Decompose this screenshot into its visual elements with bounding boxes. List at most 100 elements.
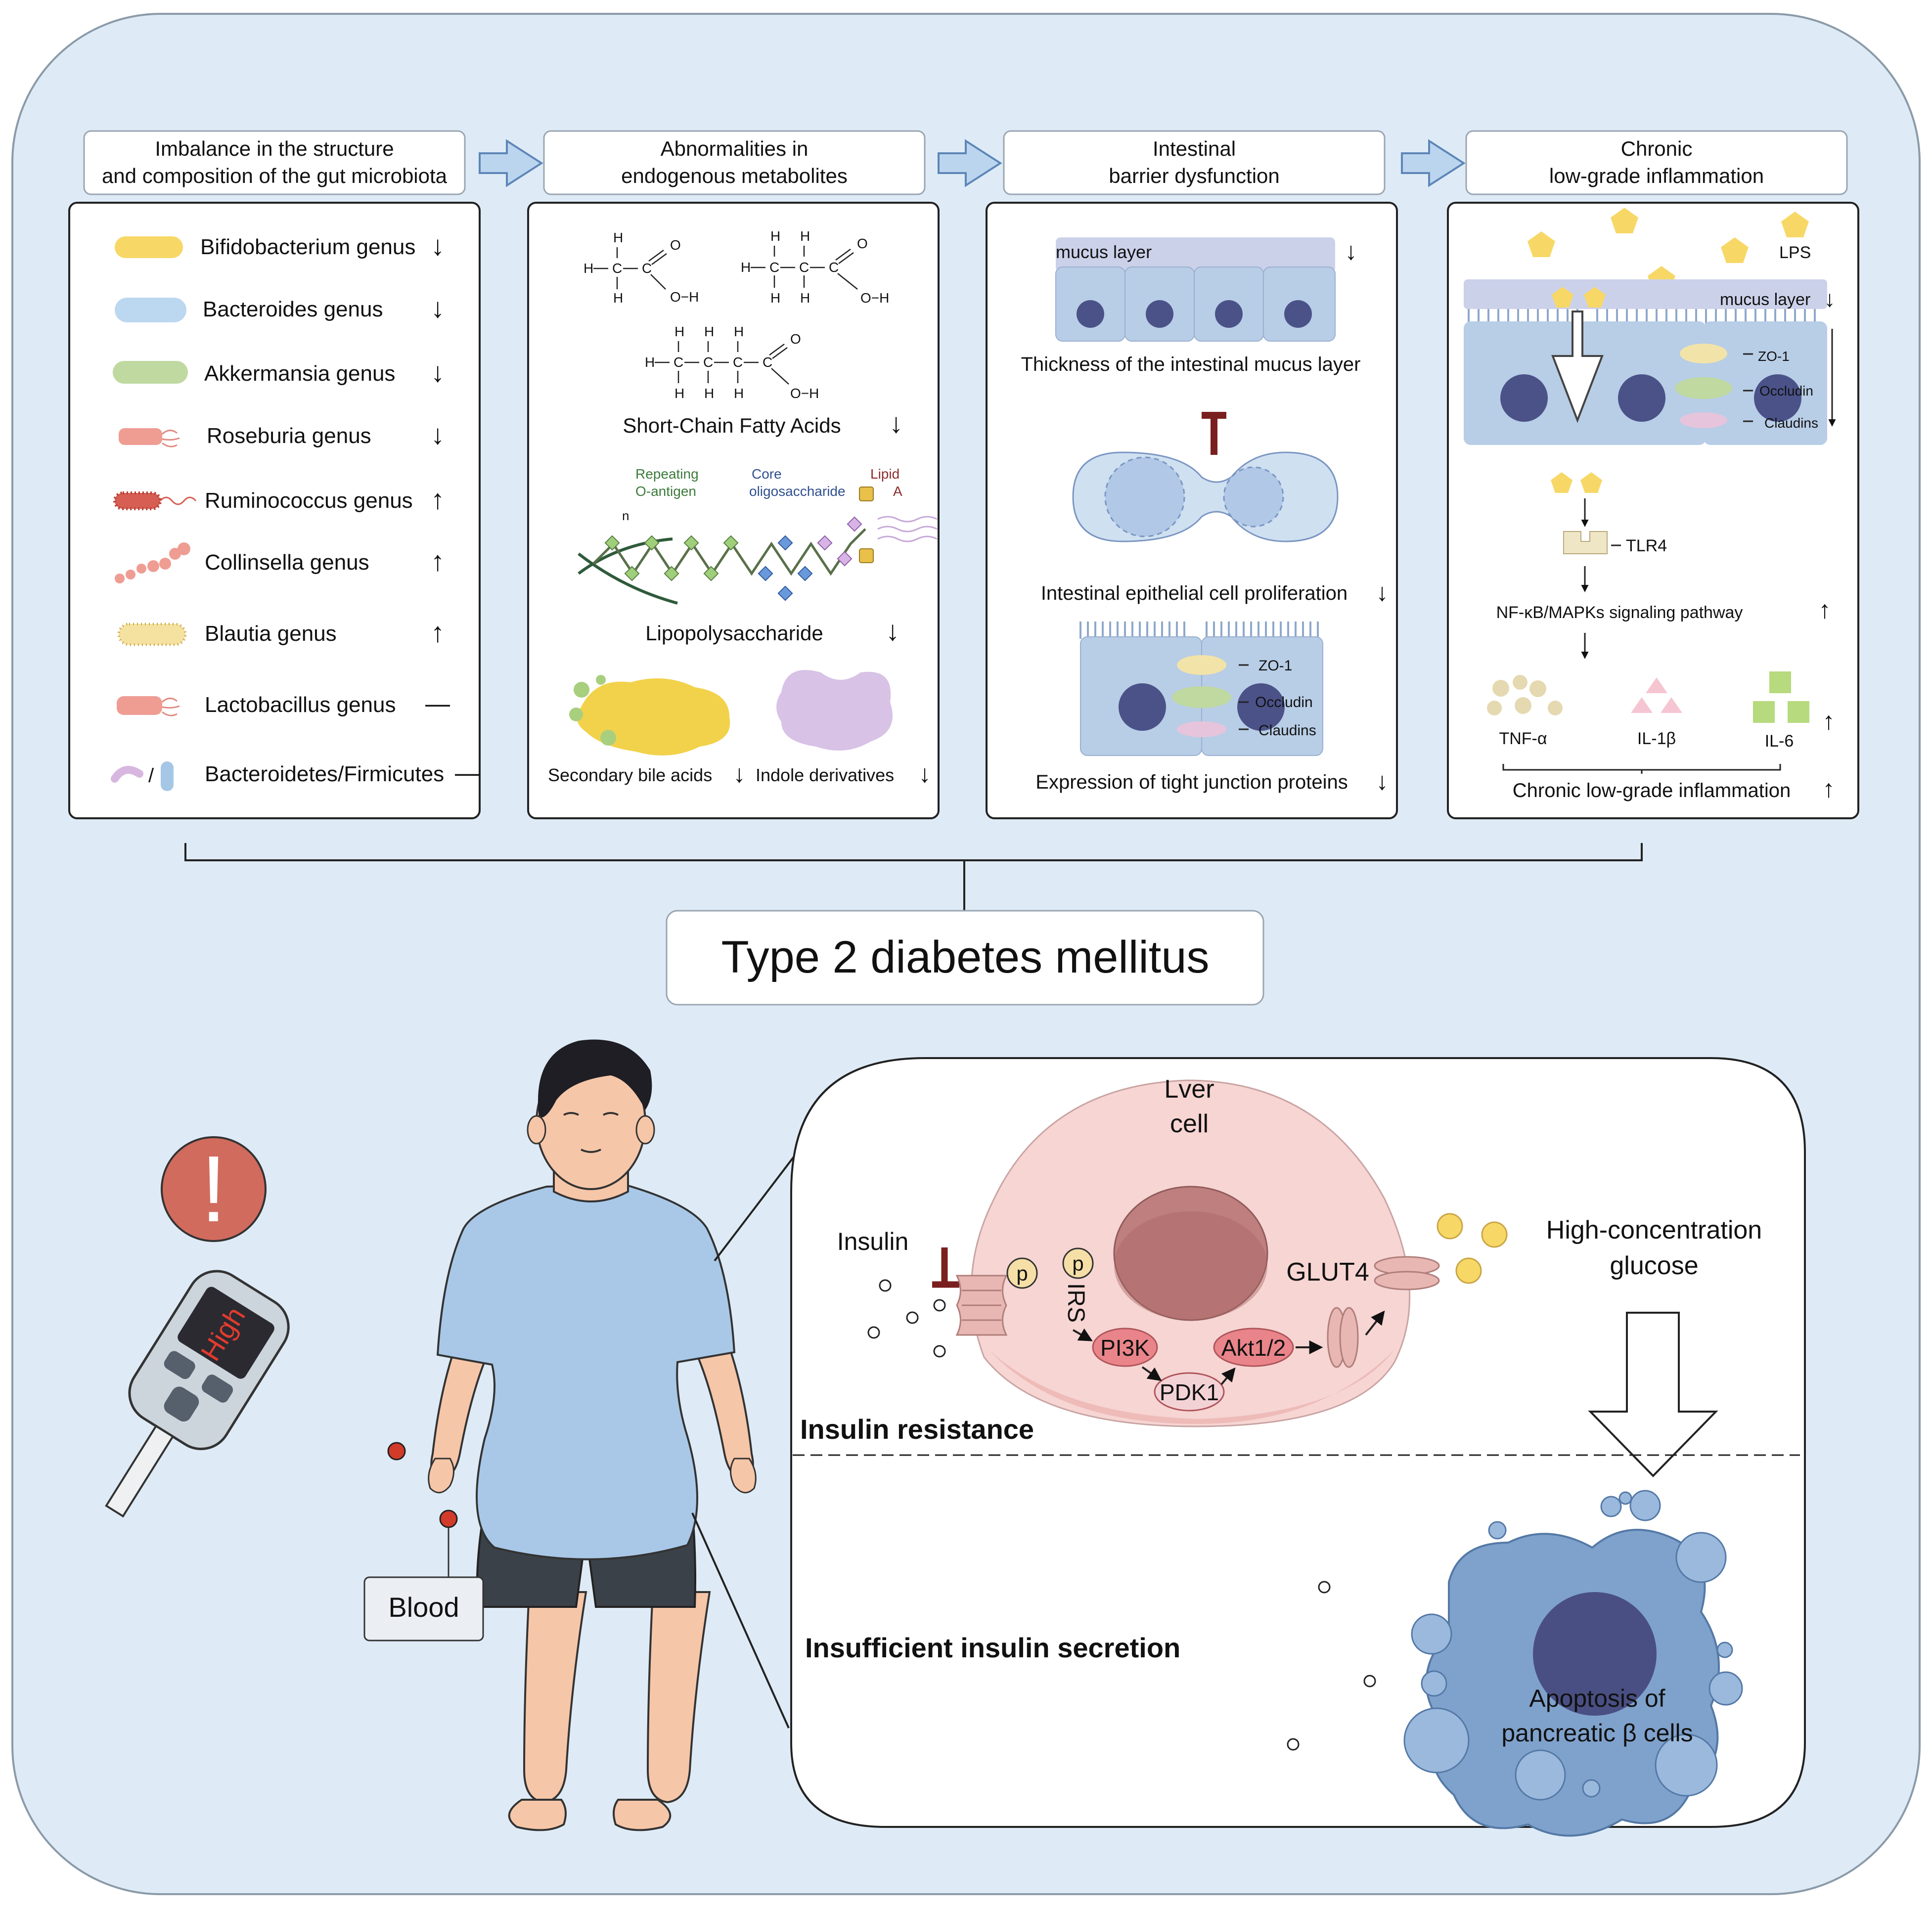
svg-text:C: C bbox=[769, 260, 779, 275]
tight-junction-label: Expression of tight junction proteins bbox=[1035, 771, 1348, 793]
panel-microbiota bbox=[68, 202, 481, 819]
claudins-label: Claudins bbox=[1764, 415, 1818, 431]
svg-text:C: C bbox=[799, 260, 809, 275]
header-metabolites: Abnormalities in endogenous metabolites bbox=[543, 130, 926, 195]
cytokine-il1b bbox=[1631, 677, 1682, 713]
dividing-cell bbox=[1072, 451, 1339, 542]
mucus-label: mucus layer bbox=[1056, 242, 1152, 262]
header-microbiota-line2: and composition of the gut microbiota bbox=[102, 164, 448, 187]
svg-text:H: H bbox=[741, 260, 751, 275]
pentagon-lps-icon bbox=[1781, 212, 1809, 237]
header-barrier: Intestinal barrier dysfunction bbox=[1003, 130, 1386, 195]
step-arrow-icon bbox=[479, 139, 543, 187]
beta-cell bbox=[1403, 1490, 1743, 1837]
il1b-label: IL-1β bbox=[1637, 729, 1676, 748]
indole-label: Indole derivatives bbox=[756, 765, 894, 785]
glucose-molecules bbox=[1437, 1213, 1508, 1284]
svg-text:H: H bbox=[674, 324, 684, 339]
svg-text:H: H bbox=[800, 290, 810, 306]
svg-text:O−H: O−H bbox=[670, 289, 699, 305]
svg-text:A: A bbox=[893, 484, 902, 499]
blautia-icon bbox=[117, 622, 187, 646]
svg-text:!: ! bbox=[201, 1137, 227, 1242]
panel-metabolites bbox=[527, 202, 940, 819]
svg-text:C: C bbox=[642, 261, 652, 276]
svg-text:n: n bbox=[622, 508, 629, 523]
microbe-label: Bifidobacterium genus bbox=[200, 235, 415, 259]
insufficient-secretion-label: Insufficient insulin secretion bbox=[805, 1632, 1180, 1663]
step-arrow-icon bbox=[938, 139, 1002, 187]
acetic-acid-structure: H H C C H O O−H bbox=[584, 230, 699, 306]
inflamed-epithelium bbox=[1464, 279, 1827, 493]
pi3k-label: PI3K bbox=[1100, 1335, 1150, 1361]
svg-text:Core: Core bbox=[752, 466, 782, 482]
warning-icon: ! bbox=[161, 1136, 267, 1242]
apoptosis-label-line2: pancreatic β cells bbox=[1501, 1719, 1693, 1747]
trend-arrow: ↓ bbox=[1345, 237, 1357, 265]
inhibition-icon bbox=[932, 1247, 959, 1288]
pdk1-node bbox=[1154, 1372, 1225, 1412]
header-metabolites-line1: Abnormalities in bbox=[661, 137, 809, 160]
phospho-icon bbox=[1062, 1247, 1094, 1279]
trend-arrow: ↓ bbox=[1376, 578, 1389, 606]
lps-molecule: Repeating O-antigen Core oligosaccharide… bbox=[578, 466, 938, 605]
bifidobacterium-icon bbox=[115, 236, 183, 258]
svg-text:H: H bbox=[645, 355, 655, 370]
claudins-label: Claudins bbox=[1258, 722, 1316, 739]
svg-text:H: H bbox=[704, 386, 714, 401]
svg-text:C: C bbox=[674, 355, 683, 370]
pathway-label: NF-κB/MAPKs signaling pathway bbox=[1496, 603, 1743, 622]
svg-text:H: H bbox=[584, 261, 593, 276]
summary-bracket bbox=[184, 843, 1643, 912]
svg-text:/: / bbox=[148, 765, 154, 787]
inhibition-icon bbox=[1202, 412, 1226, 455]
bile-label: Secondary bile acids bbox=[548, 765, 712, 785]
trend-arrow: ↓ bbox=[431, 230, 445, 261]
apoptosis-label-line1: Apoptosis of bbox=[1529, 1685, 1665, 1712]
akt-label: Akt1/2 bbox=[1221, 1335, 1286, 1361]
down-block-arrow-icon bbox=[1588, 1312, 1718, 1477]
trend-arrow: ↑ bbox=[1823, 707, 1835, 735]
butyric-acid-structure: H H H H C C C C H H H O O−H bbox=[645, 324, 819, 401]
trend-arrow: ↓ bbox=[889, 407, 903, 439]
cytokine-il6 bbox=[1753, 671, 1809, 723]
trend-dash: — bbox=[455, 759, 480, 787]
svg-text:H: H bbox=[800, 228, 810, 244]
lps-pentagons bbox=[1528, 208, 1809, 292]
svg-text:O-antigen: O-antigen bbox=[635, 484, 696, 499]
pentagon-lps-icon bbox=[1528, 231, 1555, 257]
trend-arrow: ↑ bbox=[431, 617, 445, 648]
trend-arrow: ↑ bbox=[1819, 596, 1831, 623]
microbe-label: Lactobacillus genus bbox=[205, 693, 396, 717]
scfa-label: Short-Chain Fatty Acids bbox=[623, 414, 841, 437]
header-barrier-line1: Intestinal bbox=[1153, 137, 1236, 160]
microbe-label: Bacteroidetes/Firmicutes bbox=[205, 762, 444, 786]
svg-text:C: C bbox=[763, 355, 772, 370]
trend-arrow: ↓ bbox=[886, 615, 899, 646]
bile-acid-blob bbox=[569, 675, 730, 755]
trend-dash: — bbox=[425, 690, 450, 717]
microbe-label: Bacteroides genus bbox=[203, 297, 383, 321]
header-inflammation-line1: Chronic bbox=[1621, 137, 1693, 160]
glut4-label: GLUT4 bbox=[1286, 1258, 1369, 1287]
lps-label: Lipopolysaccharide bbox=[645, 621, 823, 645]
blood-box bbox=[363, 1576, 484, 1642]
svg-text:C: C bbox=[733, 355, 743, 370]
zoom-line-upper bbox=[714, 1156, 795, 1262]
trend-arrow: ↓ bbox=[1376, 767, 1389, 795]
trend-arrow: ↓ bbox=[431, 356, 445, 388]
pentagon-lps-icon bbox=[1611, 208, 1638, 233]
insulin-label: Insulin bbox=[837, 1228, 909, 1255]
trend-arrow: ↑ bbox=[431, 545, 445, 577]
svg-text:oligosaccharide: oligosaccharide bbox=[749, 484, 846, 499]
occludin-label: Occludin bbox=[1759, 383, 1813, 399]
trend-arrow: ↓ bbox=[431, 419, 445, 450]
phospho-icon bbox=[1006, 1257, 1038, 1289]
trend-arrow: ↓ bbox=[1824, 286, 1836, 311]
phospho-label: p bbox=[1072, 1252, 1083, 1275]
liver-cell-label-line2: cell bbox=[1170, 1109, 1209, 1138]
occludin-label: Occludin bbox=[1255, 694, 1313, 710]
liver-cell-label-line1: Lver bbox=[1164, 1075, 1214, 1104]
chronic-inflammation-label: Chronic low-grade inflammation bbox=[1513, 780, 1791, 801]
